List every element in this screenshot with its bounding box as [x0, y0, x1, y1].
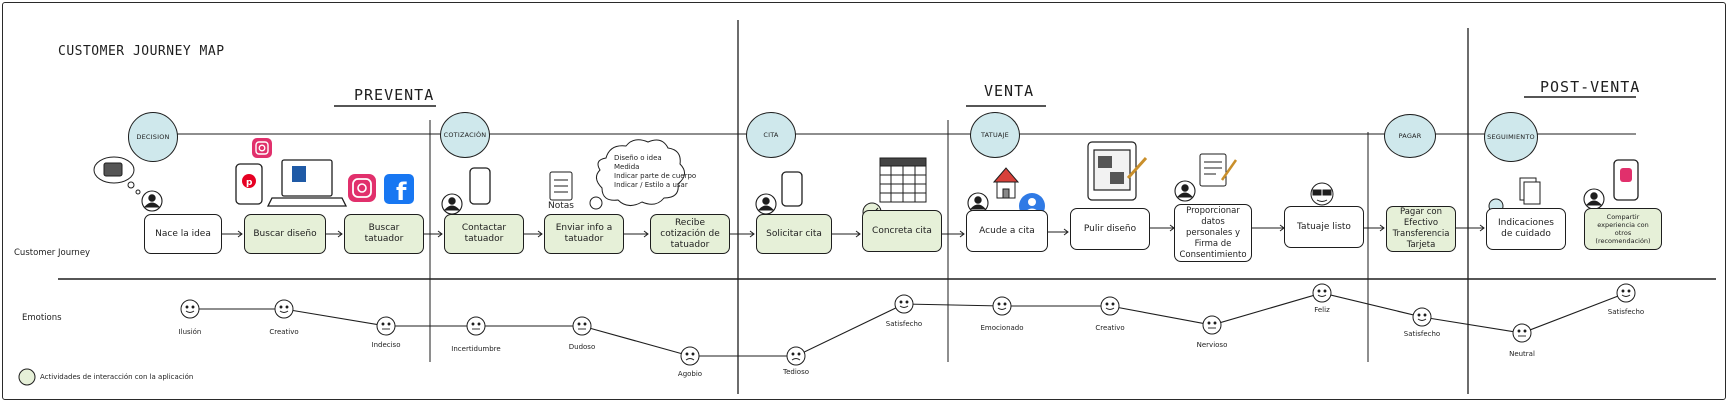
instagram-icon: [348, 174, 376, 202]
cloud-note-line: Indicar parte de cuerpo: [614, 172, 697, 180]
phase-label-postventa: POST-VENTA: [1540, 78, 1641, 96]
step-recibe-cotizacion: Recibe cotización de tatuador: [650, 214, 730, 254]
sunglasses-face-icon: [1310, 182, 1334, 206]
notes-label: Notas: [548, 201, 574, 211]
step-nace-la-idea: Nace la idea: [144, 214, 222, 254]
emotion-label: Satisfecho: [1607, 308, 1645, 316]
stage-decision: DECISION: [128, 112, 178, 162]
svg-text:p: p: [246, 178, 253, 188]
emotion-label: Creativo: [1095, 324, 1125, 332]
step-pagar: Pagar con Efectivo Transferencia Tarjeta: [1386, 206, 1456, 252]
step-indicaciones-cuidado: Indicaciones de cuidado: [1486, 208, 1566, 250]
emotion-label: Satisfecho: [1403, 330, 1441, 338]
page-title: CUSTOMER JOURNEY MAP: [58, 44, 225, 59]
step-buscar-diseno: Buscar diseño: [244, 214, 326, 254]
emotion-label: Tedioso: [783, 368, 809, 376]
stage-cita: CITA: [746, 112, 796, 158]
phone-icon: [469, 159, 1639, 207]
emotion-label: Satisfecho: [885, 320, 923, 328]
step-compartir-experiencia: Compartir experiencia con otros (recomen…: [1584, 208, 1662, 250]
phase-label-venta: VENTA: [984, 82, 1035, 100]
pinterest-icon: p: [235, 163, 263, 205]
emotion-label: Dudoso: [568, 343, 596, 351]
step-contactar-tatuador: Contactar tatuador: [444, 214, 524, 254]
step-concreta-cita: Concreta cita: [862, 210, 942, 252]
stage-pagar: PAGAR: [1384, 114, 1436, 158]
emotion-label: Nervioso: [1196, 341, 1228, 349]
svg-text:f: f: [396, 178, 407, 206]
cloud-note: Diseño o idea Medida Indicar parte de cu…: [614, 154, 696, 190]
emotion-label: Emocionado: [980, 324, 1024, 332]
stage-tatuaje: TATUAJE: [970, 112, 1020, 158]
step-solicitar-cita: Solicitar cita: [756, 214, 832, 254]
cloud-note-line: Medida: [614, 163, 640, 171]
phase-label-preventa: PREVENTA: [354, 86, 435, 104]
receipt-icon: [1488, 177, 1541, 214]
legend-swatch: [18, 368, 36, 386]
smiley-icon: [180, 283, 1636, 366]
emotion-label: Feliz: [1314, 306, 1330, 314]
step-buscar-tatuador: Buscar tatuador: [344, 214, 424, 254]
notes-cloud-shape: [589, 139, 685, 210]
row-label-journey: Customer Journey: [14, 248, 91, 258]
step-proporcionar-datos: Proporcionar datos personales y Firma de…: [1174, 204, 1252, 262]
step-tatuaje-listo: Tatuaje listo: [1284, 206, 1364, 248]
legend-label: Actividades de interacción con la aplica…: [40, 373, 194, 381]
thought-bubble-icon: [93, 156, 141, 195]
cloud-note-line: Diseño o idea: [614, 154, 662, 162]
instagram-icon: [252, 138, 272, 158]
cloud-note-line: Indicar / Estilo a usar: [614, 181, 688, 189]
person-icon: [141, 180, 1605, 215]
emotion-label: Indeciso: [371, 341, 401, 349]
emotion-label: Incertidumbre: [451, 345, 501, 353]
laptop-icon: [266, 159, 348, 207]
stage-seguimiento: SEGUIMIENTO: [1484, 112, 1538, 162]
emotion-label: Neutral: [1509, 350, 1535, 358]
emotion-label: Agobio: [677, 370, 703, 378]
row-label-emotions: Emotions: [22, 313, 62, 323]
emotion-label: Creativo: [269, 328, 299, 336]
step-pulir-diseno: Pulir diseño: [1070, 208, 1150, 250]
tablet-drawing-icon: [1087, 141, 1148, 201]
step-acude-a-cita: Acude a cita: [966, 210, 1048, 252]
house-icon: [992, 167, 1020, 199]
step-enviar-info: Enviar info a tatuador: [544, 214, 624, 254]
facebook-icon: f: [384, 174, 414, 206]
emotion-label: Ilusión: [178, 328, 202, 336]
stage-cotizacion: COTIZACIÓN: [440, 112, 490, 158]
smiley-features: [185, 289, 1631, 361]
flow-arrows: [222, 224, 1485, 238]
notepad-icon: [549, 171, 573, 201]
document-sign-icon: [1199, 153, 1238, 187]
